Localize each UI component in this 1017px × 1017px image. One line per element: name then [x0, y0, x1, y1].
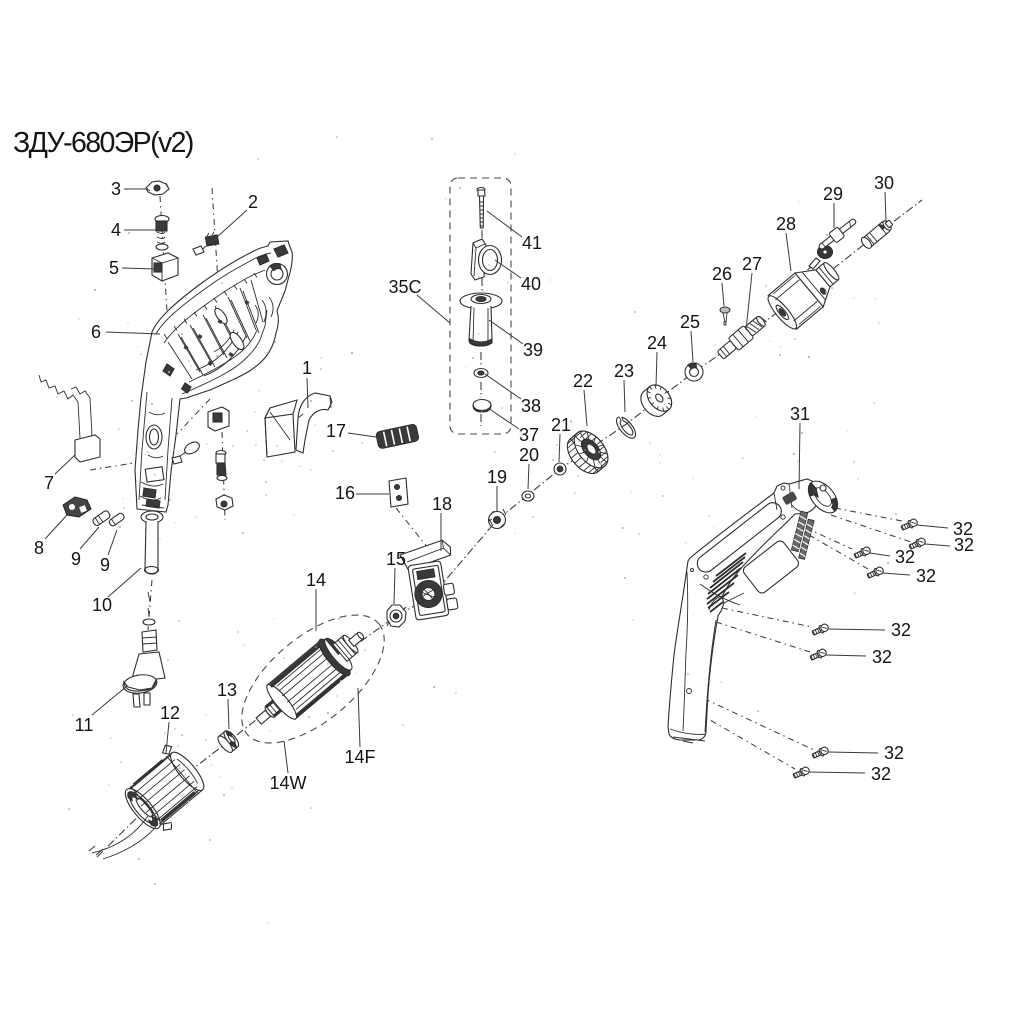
svg-text:30: 30	[874, 173, 894, 193]
svg-text:ЗДУ-680ЭР(v2): ЗДУ-680ЭР(v2)	[13, 127, 193, 159]
svg-text:29: 29	[823, 184, 843, 204]
svg-text:31: 31	[790, 404, 810, 424]
svg-text:28: 28	[776, 214, 796, 234]
svg-text:6: 6	[91, 322, 101, 342]
svg-text:32: 32	[871, 764, 891, 784]
svg-text:9: 9	[71, 549, 81, 569]
svg-text:19: 19	[487, 467, 507, 487]
svg-text:40: 40	[521, 274, 541, 294]
svg-text:26: 26	[712, 264, 732, 284]
svg-text:8: 8	[34, 538, 44, 558]
svg-text:14W: 14W	[269, 773, 306, 793]
svg-text:35C: 35C	[388, 277, 421, 297]
svg-text:27: 27	[742, 254, 762, 274]
svg-text:16: 16	[335, 483, 355, 503]
svg-text:9: 9	[100, 555, 110, 575]
svg-text:3: 3	[111, 179, 121, 199]
svg-text:13: 13	[217, 680, 237, 700]
svg-text:24: 24	[647, 333, 667, 353]
svg-text:39: 39	[523, 340, 543, 360]
svg-text:5: 5	[109, 258, 119, 278]
svg-text:1: 1	[302, 358, 312, 378]
svg-text:25: 25	[680, 312, 700, 332]
svg-text:21: 21	[551, 415, 571, 435]
svg-text:7: 7	[44, 473, 54, 493]
svg-text:4: 4	[111, 220, 121, 240]
svg-text:11: 11	[75, 715, 94, 735]
svg-text:32: 32	[895, 547, 915, 567]
svg-text:2: 2	[248, 192, 258, 212]
svg-text:32: 32	[953, 519, 973, 539]
svg-text:10: 10	[92, 595, 112, 615]
svg-text:41: 41	[522, 233, 542, 253]
svg-text:32: 32	[916, 566, 936, 586]
svg-text:38: 38	[521, 396, 541, 416]
svg-text:32: 32	[884, 743, 904, 763]
svg-text:37: 37	[519, 425, 539, 445]
svg-text:17: 17	[326, 421, 346, 441]
svg-text:20: 20	[519, 445, 539, 465]
svg-text:32: 32	[872, 647, 892, 667]
svg-text:14: 14	[306, 570, 326, 590]
svg-text:32: 32	[954, 535, 974, 555]
svg-text:12: 12	[160, 703, 180, 723]
svg-text:32: 32	[891, 620, 911, 640]
svg-text:23: 23	[614, 361, 634, 381]
svg-text:18: 18	[432, 494, 452, 514]
svg-text:14F: 14F	[344, 747, 375, 767]
svg-text:22: 22	[573, 371, 593, 391]
svg-text:15: 15	[386, 549, 406, 569]
